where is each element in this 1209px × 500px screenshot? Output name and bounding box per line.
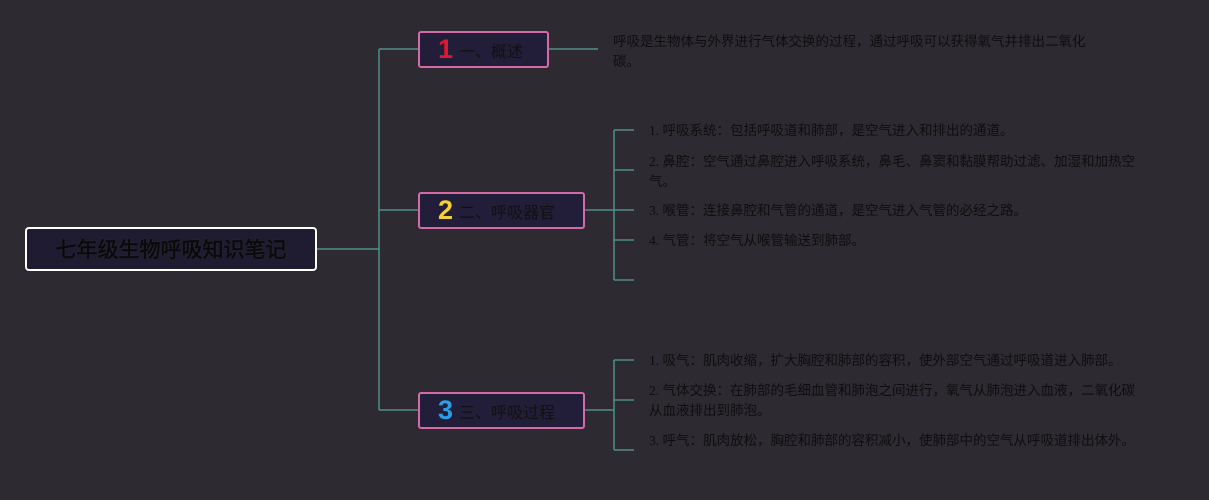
branch-node-overview[interactable]: 1 一、概述 xyxy=(418,31,549,68)
leaf-node[interactable]: 3. 呼气：肌肉放松，胸腔和肺部的容积减小，使肺部中的空气从呼吸道排出体外。 xyxy=(649,433,1135,448)
branch-node-process[interactable]: 3 三、呼吸过程 xyxy=(418,392,585,429)
branch-label: 三、呼吸过程 xyxy=(459,402,556,422)
leaf-node[interactable]: 4. 气管：将空气从喉管输送到肺部。 xyxy=(649,233,865,248)
root-title: 七年级生物呼吸知识笔记 xyxy=(55,238,287,262)
leaf-node[interactable]: 1. 吸气：肌肉收缩，扩大胸腔和肺部的容积，使外部空气通过呼吸道进入肺部。 xyxy=(649,353,1122,368)
leaf-node[interactable]: 1. 呼吸系统：包括呼吸道和肺部，是空气进入和排出的通道。 xyxy=(649,123,1014,138)
branch-node-organs[interactable]: 2 二、呼吸器官 xyxy=(418,192,585,229)
branch-number: 2 xyxy=(438,195,454,225)
leaf-node[interactable]: 2. 鼻腔：空气通过鼻腔进入呼吸系统，鼻毛、鼻窦和黏膜帮助过滤、加湿和加热空气。 xyxy=(649,154,1135,189)
leaf-node[interactable]: 2. 气体交换：在肺部的毛细血管和肺泡之间进行，氧气从肺泡进入血液，二氧化碳从血… xyxy=(649,383,1135,418)
root-node[interactable]: 七年级生物呼吸知识笔记 xyxy=(25,227,317,271)
leaf-node[interactable]: 3. 喉管：连接鼻腔和气管的通道，是空气进入气管的必经之路。 xyxy=(649,203,1027,218)
branch-label: 一、概述 xyxy=(459,41,524,61)
branch-number: 1 xyxy=(438,34,454,64)
branch-label: 二、呼吸器官 xyxy=(459,202,556,222)
branch-number: 3 xyxy=(438,395,454,425)
leaf-node[interactable]: 呼吸是生物体与外界进行气体交换的过程，通过呼吸可以获得氧气并排出二氧化碳。 xyxy=(613,34,1086,69)
